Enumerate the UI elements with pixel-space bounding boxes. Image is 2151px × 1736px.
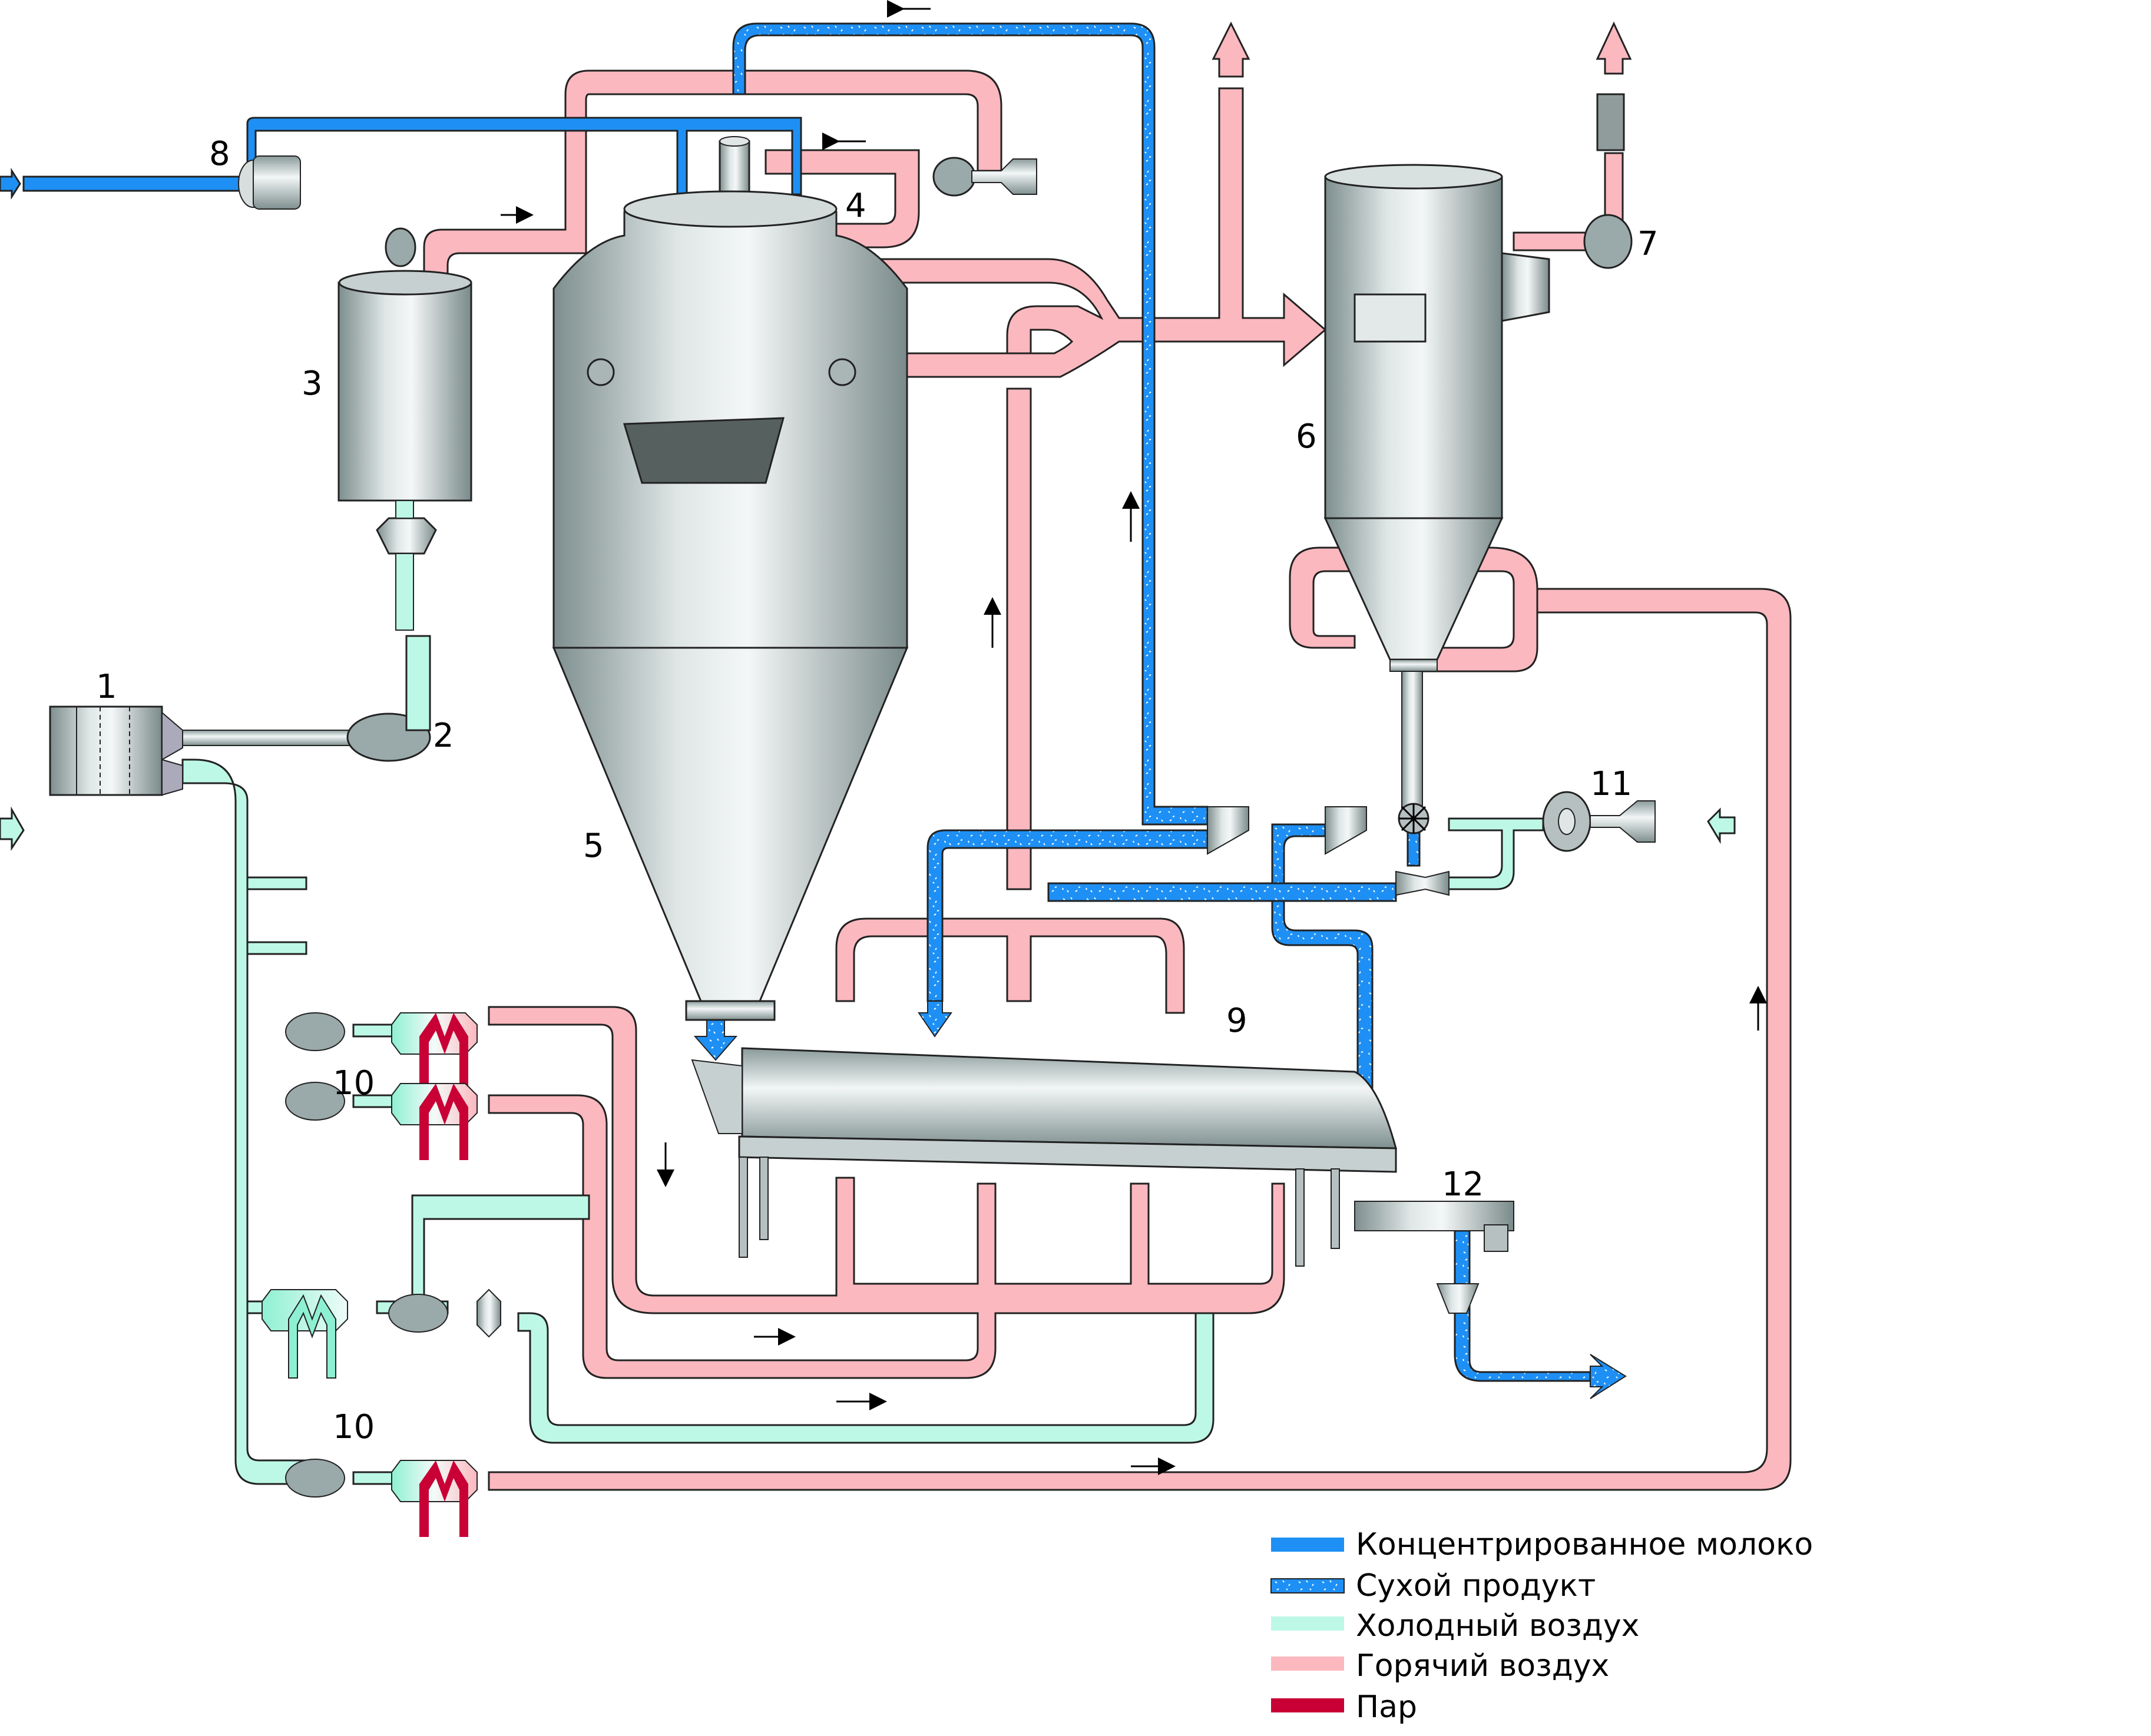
- label-9: 9: [1226, 1002, 1247, 1040]
- legend-swatch-milk: [1271, 1538, 1344, 1552]
- fan-11: [1542, 791, 1656, 852]
- label-1: 1: [96, 668, 117, 706]
- legend-label-steam: Пар: [1356, 1689, 1417, 1725]
- cooler: [262, 1288, 501, 1379]
- label-4: 4: [845, 187, 866, 225]
- legend-label-hot-air: Горячий воздух: [1356, 1648, 1609, 1684]
- label-11: 11: [1590, 765, 1632, 803]
- milk-pipes: [0, 117, 802, 200]
- legend-label-powder: Сухой продукт: [1356, 1568, 1596, 1604]
- fluid-bed-9: [691, 1047, 1397, 1267]
- label-10b: 10: [333, 1408, 375, 1446]
- component-labels: 1 2 3 4 5 6 7 8 9 10 10 11 12: [96, 135, 1659, 1446]
- atomizer-4: [719, 136, 1037, 201]
- flow-arrows: [501, 0, 1767, 1475]
- spray-chamber-5: [552, 190, 909, 1021]
- cyclone-6: [1323, 164, 1550, 834]
- fan-2: [346, 635, 431, 762]
- legend-label-cold-air: Холодный воздух: [1356, 1608, 1639, 1644]
- powder-valves: [1207, 806, 1450, 896]
- legend-swatch-powder: [1270, 1578, 1345, 1593]
- label-8: 8: [209, 135, 230, 173]
- fan-7: [1583, 93, 1633, 269]
- label-2: 2: [433, 717, 454, 755]
- legend-label-milk: Концентрированное молоко: [1356, 1527, 1813, 1562]
- label-5: 5: [583, 827, 604, 865]
- air-duct: [182, 730, 360, 746]
- heater-3: [285, 1459, 478, 1537]
- label-3: 3: [302, 365, 323, 403]
- heaters-10: [262, 1012, 501, 1537]
- sifter-12: [1354, 1201, 1514, 1314]
- heater-1: [285, 1012, 478, 1089]
- air-filter: [49, 705, 183, 796]
- legend-swatch-hot-air: [1271, 1657, 1344, 1671]
- filter-housing-3: [337, 227, 472, 631]
- label-6: 6: [1296, 418, 1317, 456]
- label-12: 12: [1442, 1165, 1484, 1204]
- legend-swatch-steam: [1271, 1698, 1344, 1712]
- label-10a: 10: [333, 1064, 375, 1102]
- label-7: 7: [1637, 225, 1659, 263]
- legend: Концентрированное молоко Сухой продукт Х…: [1270, 1527, 1813, 1725]
- legend-swatch-cold-air: [1271, 1616, 1344, 1631]
- pump-8: [238, 155, 301, 210]
- heater-2: [285, 1082, 478, 1160]
